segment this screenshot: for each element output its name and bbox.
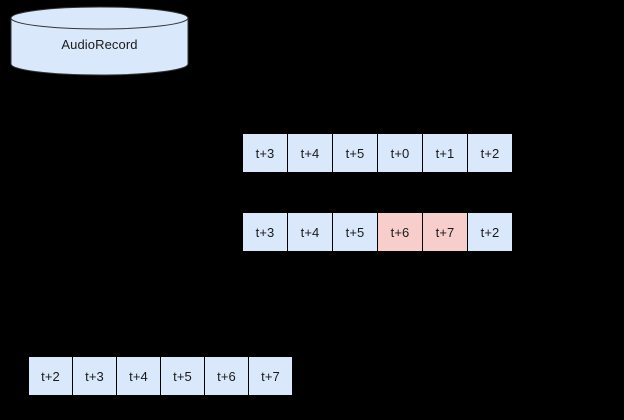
buffer-cell[interactable]: t+2 xyxy=(467,133,513,173)
buffer-cell[interactable]: t+1 xyxy=(422,133,468,173)
buffer-cell[interactable]: t+3 xyxy=(242,212,288,252)
buffer-cell[interactable]: t+7 xyxy=(248,356,293,396)
buffer-cell-highlighted[interactable]: t+7 xyxy=(422,212,468,252)
buffer-cell[interactable]: t+5 xyxy=(332,212,378,252)
buffer-cell[interactable]: t+4 xyxy=(287,133,333,173)
buffer-cell[interactable]: t+5 xyxy=(332,133,378,173)
buffer-cell-highlighted[interactable]: t+6 xyxy=(377,212,423,252)
buffer-cell[interactable]: t+3 xyxy=(242,133,288,173)
buffer-cell[interactable]: t+3 xyxy=(72,356,117,396)
buffer-cell[interactable]: t+4 xyxy=(116,356,161,396)
buffer-row-top: t+3 t+4 t+5 t+0 t+1 t+2 xyxy=(242,133,513,173)
buffer-row-bottom: t+2 t+3 t+4 t+5 t+6 t+7 xyxy=(28,356,293,396)
buffer-cell[interactable]: t+0 xyxy=(377,133,423,173)
buffer-cell[interactable]: t+6 xyxy=(204,356,249,396)
buffer-row-middle: t+3 t+4 t+5 t+6 t+7 t+2 xyxy=(242,212,513,252)
buffer-cell[interactable]: t+4 xyxy=(287,212,333,252)
buffer-cell[interactable]: t+5 xyxy=(160,356,205,396)
audiorecord-datastore-node[interactable]: AudioRecord xyxy=(10,6,189,76)
buffer-cell[interactable]: t+2 xyxy=(467,212,513,252)
buffer-cell[interactable]: t+2 xyxy=(28,356,73,396)
cylinder-icon xyxy=(10,6,189,76)
